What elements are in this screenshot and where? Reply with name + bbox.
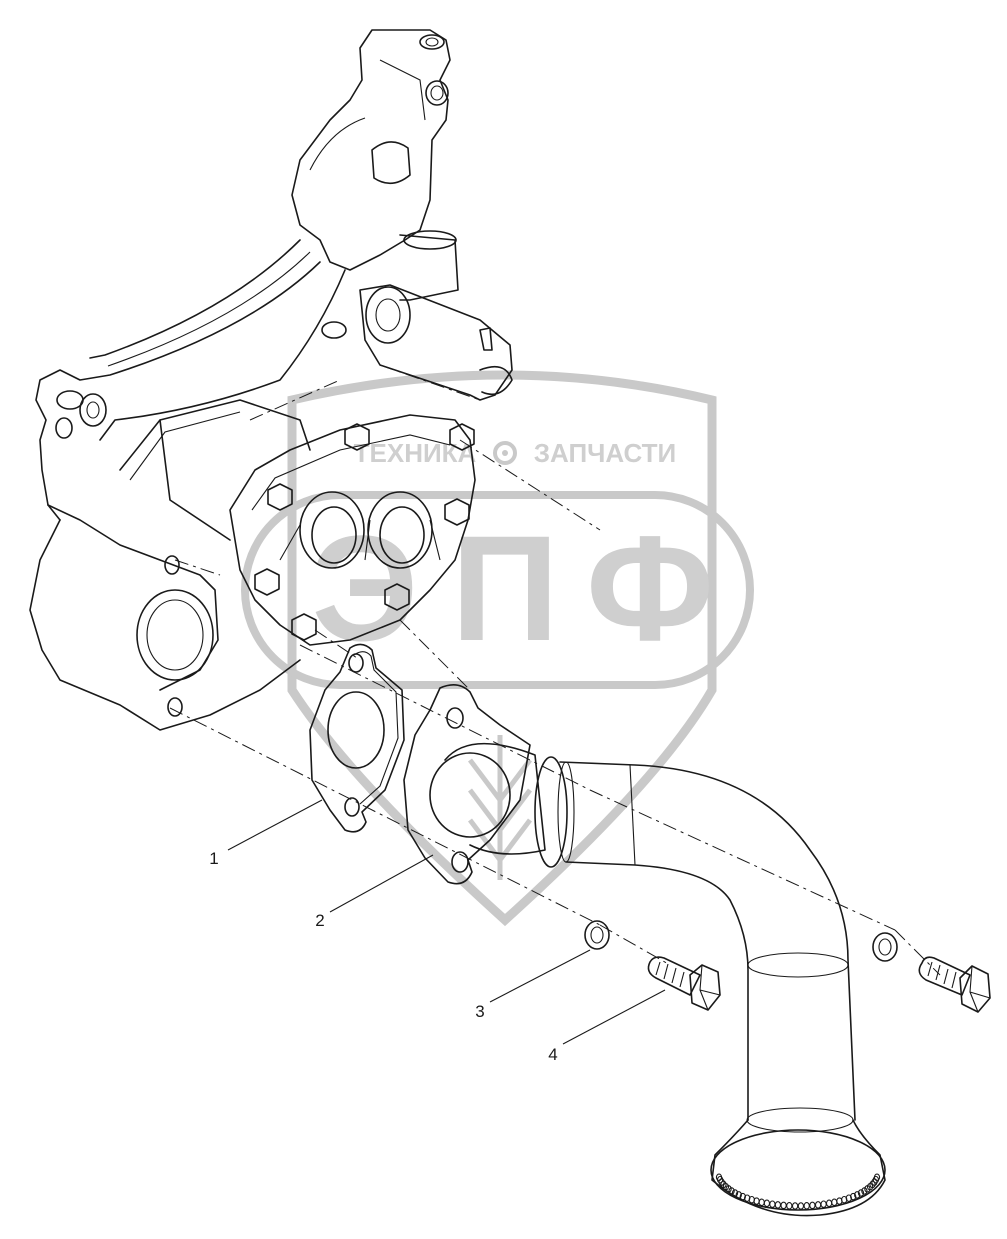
strainer-hole: [803, 1202, 810, 1210]
watermark-wheat-icon: [468, 735, 532, 880]
strainer-hole: [731, 1189, 739, 1197]
callout-number: 3: [475, 1002, 484, 1021]
strainer-hole: [857, 1189, 865, 1197]
watermark-letter-1: Э: [312, 504, 419, 672]
oil-pickup-tube: [403, 684, 886, 1217]
watermark-right-text: ЗАПЧАСТИ: [534, 438, 677, 468]
strainer-hole: [763, 1199, 771, 1208]
strainer-hole: [854, 1191, 861, 1199]
strainer-hole: [780, 1201, 787, 1210]
strainer-hole: [825, 1199, 833, 1208]
strainer-hole: [809, 1201, 816, 1210]
callout-3: 3: [475, 949, 591, 1021]
bolt-right: [918, 956, 991, 1013]
watermark: ТЕХНИКА ЗАПЧАСТИ Э П Ф: [241, 370, 754, 927]
strainer-hole: [873, 1173, 881, 1182]
strainer-hole: [728, 1187, 735, 1195]
callout-number: 2: [315, 911, 324, 930]
strainer-hole: [769, 1200, 776, 1208]
washer-right: [872, 932, 898, 962]
strainer-hole: [774, 1201, 782, 1209]
callout-1: 1: [209, 799, 323, 868]
watermark-left-text: ТЕХНИКА: [354, 438, 477, 468]
strainer-hole: [758, 1198, 765, 1207]
strainer-hole: [797, 1202, 805, 1210]
callout-4: 4: [548, 989, 666, 1064]
strainer-hole: [735, 1191, 742, 1199]
strainer-hole: [820, 1200, 827, 1208]
watermark-capsule: [241, 491, 754, 689]
engine-housing: [29, 29, 513, 731]
strainer-hole: [791, 1202, 799, 1210]
strainer-hole: [869, 1180, 876, 1189]
strainer-hole: [831, 1198, 838, 1207]
assembly-center-lines: [169, 364, 941, 976]
strainer-holes: [715, 1173, 881, 1210]
callout-number: 4: [548, 1045, 557, 1064]
watermark-gear-icon: [493, 441, 517, 465]
strainer-hole: [850, 1192, 857, 1201]
strainer-hole: [814, 1201, 822, 1209]
callout-number: 1: [209, 849, 218, 868]
watermark-letter-3: Ф: [586, 504, 714, 672]
bolt: [647, 956, 721, 1011]
cover-bolts: [254, 423, 475, 641]
washer: [584, 920, 610, 950]
strainer-hole: [786, 1202, 793, 1210]
watermark-shield-icon: [287, 370, 717, 927]
watermark-letter-2: П: [451, 504, 559, 672]
gasket: [309, 643, 405, 833]
callout-2: 2: [315, 854, 434, 930]
strainer-hole: [718, 1178, 725, 1186]
